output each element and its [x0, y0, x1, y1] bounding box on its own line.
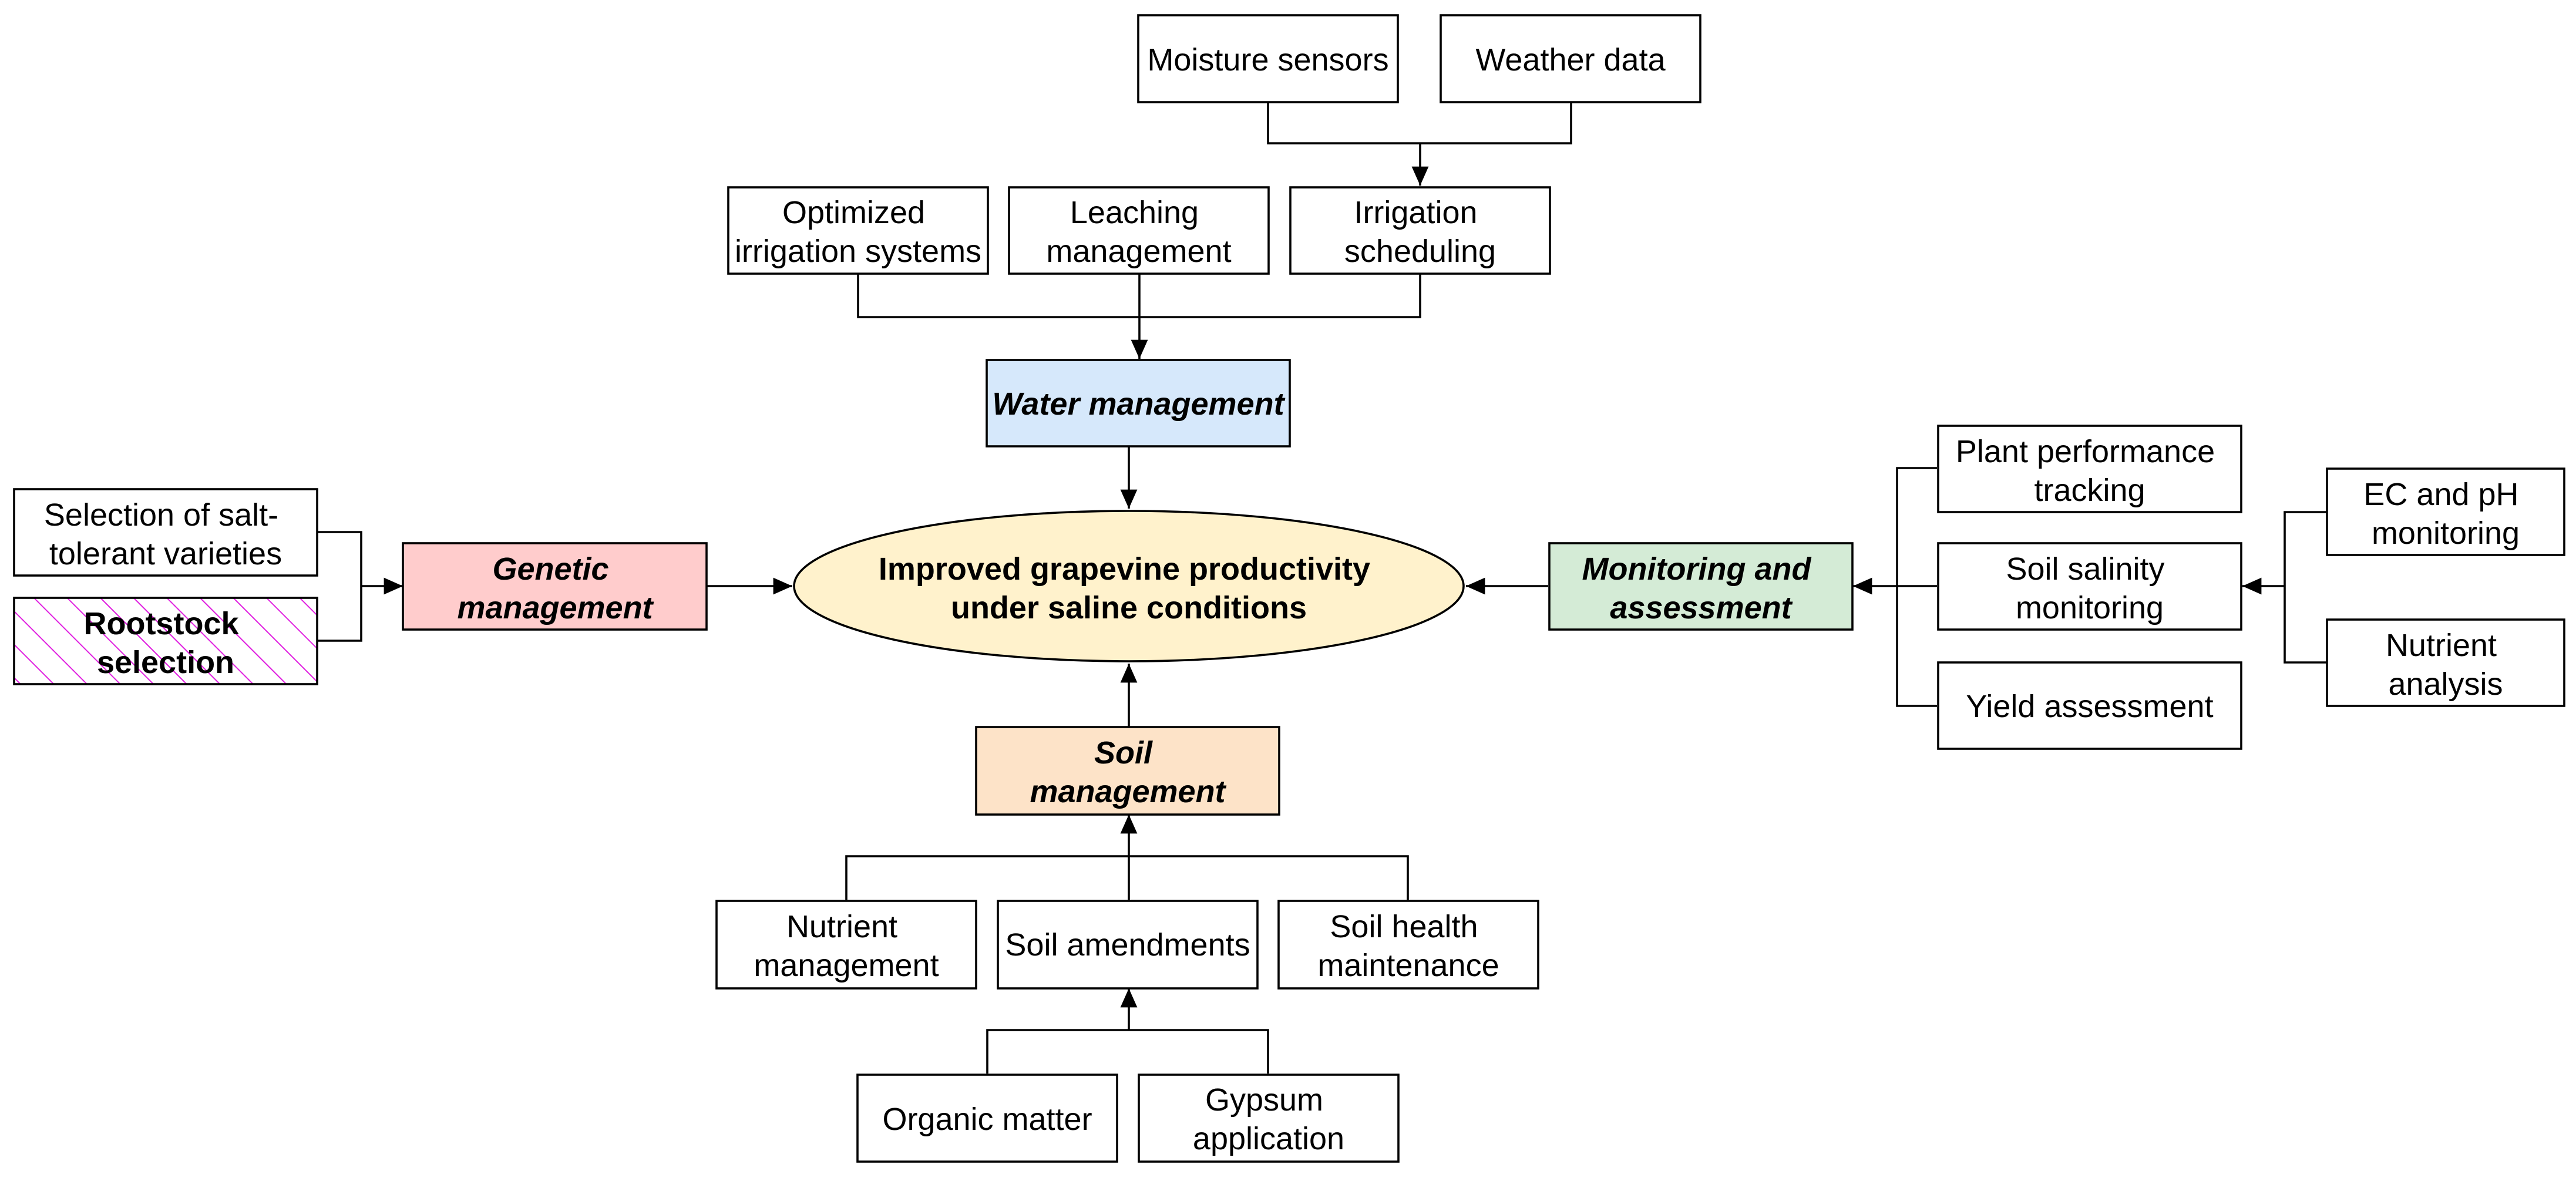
connector-rootstock-to-genetic — [317, 586, 362, 642]
soil-salinity-monitoring-line1: Soil salinity — [2006, 551, 2164, 587]
genetic-management-line2: management — [457, 590, 654, 625]
svg-text:Rootstock selection: Rootstock selection — [83, 606, 247, 680]
nutrient-management-line2: management — [754, 948, 939, 983]
nutrient-analysis-line1: Nutrient — [2386, 628, 2497, 663]
gypsum-application-line1: Gypsum — [1205, 1082, 1323, 1118]
monitoring-assessment-box: Monitoring and assessment — [1548, 542, 1854, 631]
gypsum-application-box: Gypsum application — [1138, 1074, 1400, 1163]
connector-health-to-soil — [1129, 855, 1409, 900]
svg-text:Irrigation scheduling: Irrigation scheduling — [1344, 195, 1496, 269]
svg-text:Leaching management: Leaching management — [1046, 195, 1231, 269]
connector-weather-to-scheduling — [1420, 102, 1572, 144]
ec-ph-monitoring-line1: EC and pH — [2363, 477, 2518, 512]
moisture-sensors-box: Moisture sensors — [1137, 14, 1399, 103]
svg-text:Soil management: Soil management — [1030, 735, 1226, 809]
ec-ph-monitoring-line2: monitoring — [2372, 516, 2520, 551]
water-management-box: Water management — [986, 359, 1291, 447]
soil-health-maintenance-line2: maintenance — [1317, 948, 1499, 983]
soil-salinity-monitoring-box: Soil salinity monitoring — [1937, 542, 2242, 631]
nutrient-management-box: Nutrient management — [715, 900, 977, 990]
salt-tolerant-varieties-line2: tolerant varieties — [49, 536, 282, 571]
svg-text:Soil salinity monitoring: Soil salinity monitoring — [2006, 551, 2173, 625]
svg-text:Selection of salt- toler: Selection of salt- tolerant varieties — [44, 497, 287, 571]
connectors — [317, 102, 2327, 1074]
water-management-label: Water management — [992, 386, 1285, 422]
connector-moisture-to-scheduling — [1267, 102, 1420, 144]
moisture-sensors-label: Moisture sensors — [1147, 42, 1388, 78]
salt-tolerant-varieties-line1: Selection of salt- — [44, 497, 278, 533]
plant-performance-tracking-line2: tracking — [2034, 473, 2145, 508]
genetic-management-box: Genetic management — [402, 542, 708, 631]
leaching-management-box: Leaching management — [1008, 186, 1270, 275]
ec-ph-monitoring-box: EC and pH monitoring — [2326, 467, 2565, 556]
svg-text:Gypsum application: Gypsum application — [1193, 1082, 1344, 1156]
connector-optimized-to-water — [857, 274, 1139, 318]
center-goal-line2: under saline conditions — [951, 590, 1307, 625]
svg-text:Optimized irrigation sys: Optimized irrigation systems — [735, 195, 981, 269]
gypsum-application-line2: application — [1193, 1121, 1344, 1156]
soil-salinity-monitoring-line2: monitoring — [2016, 590, 2164, 625]
rootstock-selection-line1: Rootstock — [83, 606, 239, 641]
salt-tolerant-varieties-box: Selection of salt- tolerant varieties — [13, 488, 318, 577]
connector-yield-to-monitoring — [1896, 586, 1937, 707]
leaching-management-line1: Leaching — [1070, 195, 1199, 230]
connector-nutrient-to-soil — [845, 855, 1129, 900]
svg-text:Genetic management: Genetic management — [457, 551, 654, 625]
plant-performance-tracking-box: Plant performance tracking — [1937, 425, 2242, 513]
yield-assessment-label: Yield assessment — [1966, 689, 2213, 724]
svg-text:Improved grapevine productivit: Improved grapevine productivity under sa… — [879, 551, 1379, 625]
center-goal: Improved grapevine productivity under sa… — [793, 510, 1465, 662]
soil-amendments-box: Soil amendments — [997, 900, 1259, 990]
irrigation-scheduling-line2: scheduling — [1344, 234, 1496, 269]
irrigation-scheduling-box: Irrigation scheduling — [1289, 186, 1551, 275]
svg-text:Plant performance tracki: Plant performance tracking — [1956, 434, 2224, 508]
nutrient-analysis-line2: analysis — [2388, 667, 2503, 702]
connector-ec-to-salinity — [2284, 511, 2327, 586]
connector-nutrient-analysis-to-salinity — [2284, 586, 2327, 664]
weather-data-label: Weather data — [1475, 42, 1666, 78]
svg-text:Monitoring and assessmen: Monitoring and assessment — [1582, 551, 1820, 625]
weather-data-box: Weather data — [1440, 14, 1701, 103]
optimized-irrigation-box: Optimized irrigation systems — [727, 186, 989, 275]
soil-amendments-label: Soil amendments — [1005, 927, 1250, 963]
soil-management-line1: Soil — [1094, 735, 1153, 770]
soil-health-maintenance-line1: Soil health — [1330, 909, 1478, 944]
connector-organic-to-amendments — [986, 1029, 1129, 1074]
plant-performance-tracking-line1: Plant performance — [1956, 434, 2215, 469]
organic-matter-box: Organic matter — [856, 1074, 1118, 1163]
optimized-irrigation-line2: irrigation systems — [735, 234, 981, 269]
optimized-irrigation-line1: Optimized — [782, 195, 925, 230]
nutrient-analysis-box: Nutrient analysis — [2326, 618, 2565, 707]
irrigation-scheduling-line1: Irrigation — [1354, 195, 1477, 230]
rootstock-selection-box: Rootstock selection — [13, 597, 318, 685]
soil-management-line2: management — [1030, 774, 1226, 809]
connector-scheduling-to-water — [1139, 274, 1421, 318]
monitoring-assessment-line2: assessment — [1610, 590, 1793, 625]
leaching-management-line2: management — [1046, 234, 1231, 269]
svg-text:Nutrient analysis: Nutrient analysis — [2386, 628, 2506, 702]
monitoring-assessment-line1: Monitoring and — [1582, 551, 1812, 587]
connector-plant-to-monitoring — [1896, 467, 1937, 586]
yield-assessment-box: Yield assessment — [1937, 661, 2242, 750]
svg-text:EC and pH monitoring: EC and pH monitoring — [2363, 477, 2527, 551]
connector-selection-to-genetic — [317, 531, 362, 586]
nutrient-management-line1: Nutrient — [786, 909, 897, 944]
svg-text:Nutrient management: Nutrient management — [754, 909, 939, 983]
connector-gypsum-to-amendments — [1129, 1029, 1269, 1074]
genetic-management-line1: Genetic — [492, 551, 608, 587]
svg-text:Soil health maintenance: Soil health maintenance — [1317, 909, 1499, 983]
center-goal-line1: Improved grapevine productivity — [879, 551, 1370, 587]
soil-health-maintenance-box: Soil health maintenance — [1277, 900, 1539, 990]
organic-matter-label: Organic matter — [882, 1102, 1092, 1137]
soil-management-box: Soil management — [975, 726, 1280, 816]
rootstock-selection-line2: selection — [97, 645, 234, 680]
